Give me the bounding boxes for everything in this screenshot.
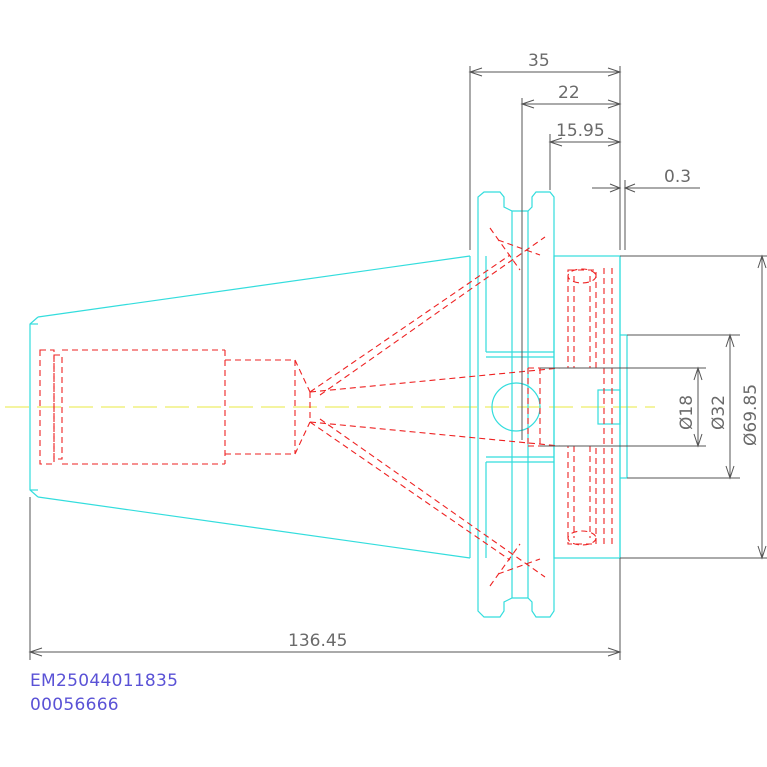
dim-bore-diameter: Ø18 (677, 395, 697, 430)
holder-outline (29, 191, 628, 618)
dim-flange-diameter: Ø69.85 (741, 384, 761, 446)
dim-flange-width: 35 (528, 51, 550, 71)
dimension-lines (28, 66, 767, 660)
hidden-features (39, 227, 613, 587)
dim-pilot-diameter: Ø32 (709, 395, 729, 430)
article-number: EM25044011835 (30, 671, 178, 691)
dim-face-depth: 15.95 (556, 121, 605, 141)
dim-face-offset: 0.3 (664, 167, 691, 187)
serial-number: 00056666 (30, 695, 119, 715)
dim-total-length: 136.45 (288, 631, 347, 651)
dim-groove-depth: 22 (558, 83, 580, 103)
